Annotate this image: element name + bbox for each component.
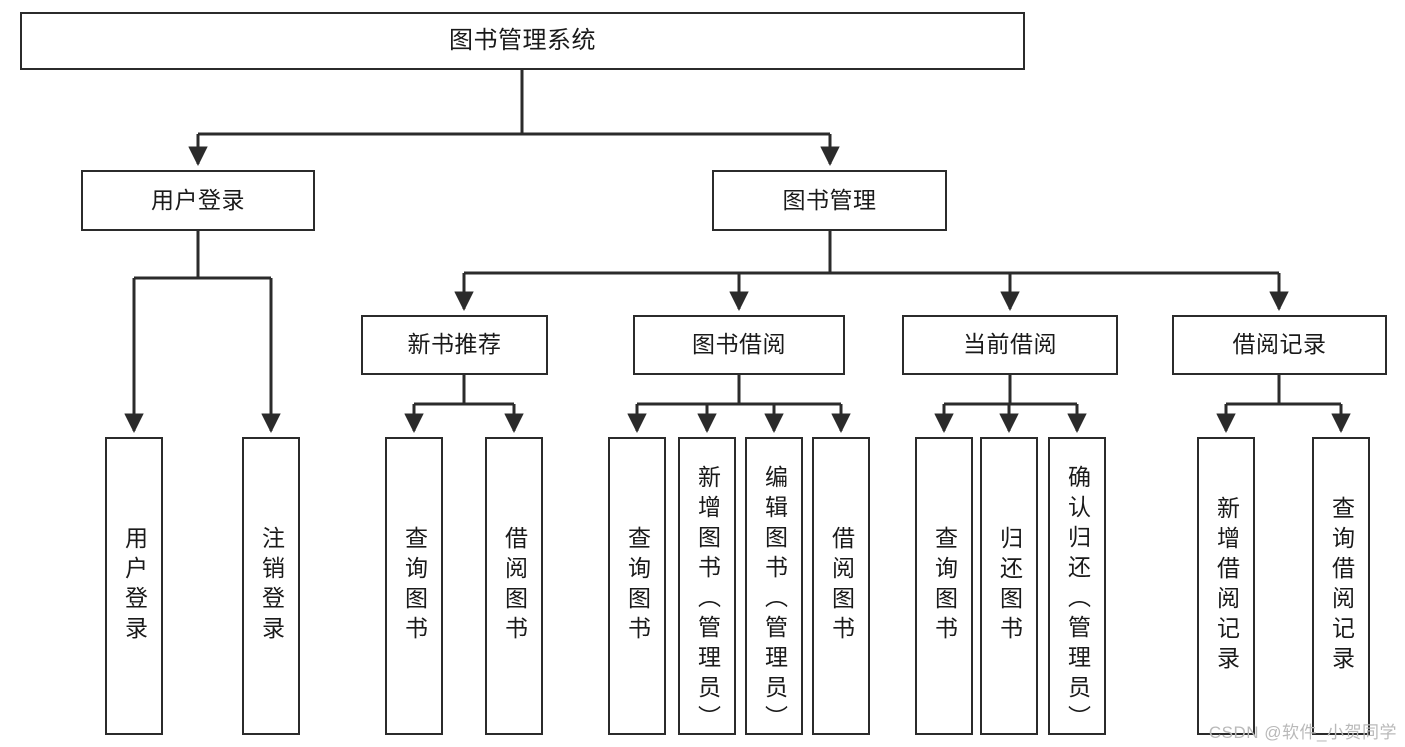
node-book-borrow-label: 图书借阅: [692, 331, 786, 358]
node-leaf-borrow-book-1-label: 借阅图书: [501, 526, 528, 646]
node-leaf-confirm-return-label: 确认归还（管理员）: [1064, 465, 1091, 735]
node-new-book-recommend[interactable]: 新书推荐: [361, 315, 548, 375]
node-leaf-add-book[interactable]: 新增图书（管理员）: [678, 437, 736, 735]
node-leaf-user-login-label: 用户登录: [121, 526, 148, 646]
node-borrow-record-label: 借阅记录: [1232, 331, 1327, 358]
node-leaf-return-book-label: 归还图书: [996, 526, 1023, 646]
node-book-management-label: 图书管理: [782, 186, 877, 213]
node-current-borrow-label: 当前借阅: [963, 331, 1057, 358]
node-leaf-borrow-book-2-label: 借阅图书: [828, 526, 855, 646]
node-leaf-user-login[interactable]: 用户登录: [105, 437, 163, 735]
node-user-login[interactable]: 用户登录: [81, 170, 315, 231]
node-leaf-query-book-3[interactable]: 查询图书: [915, 437, 973, 735]
node-leaf-query-book-2-label: 查询图书: [624, 526, 651, 646]
node-leaf-query-record-label: 查询借阅记录: [1328, 496, 1355, 676]
node-current-borrow[interactable]: 当前借阅: [902, 315, 1118, 375]
node-book-borrow[interactable]: 图书借阅: [633, 315, 845, 375]
node-leaf-add-book-label: 新增图书（管理员）: [694, 465, 721, 735]
node-leaf-edit-book[interactable]: 编辑图书（管理员）: [745, 437, 803, 735]
node-leaf-edit-book-label: 编辑图书（管理员）: [761, 465, 788, 735]
node-leaf-confirm-return[interactable]: 确认归还（管理员）: [1048, 437, 1106, 735]
node-root[interactable]: 图书管理系统: [20, 12, 1025, 70]
node-leaf-query-book-2[interactable]: 查询图书: [608, 437, 666, 735]
node-leaf-query-book-3-label: 查询图书: [931, 526, 958, 646]
node-borrow-record[interactable]: 借阅记录: [1172, 315, 1387, 375]
node-leaf-borrow-book-1[interactable]: 借阅图书: [485, 437, 543, 735]
node-leaf-query-book-1[interactable]: 查询图书: [385, 437, 443, 735]
node-leaf-logout-login[interactable]: 注销登录: [242, 437, 300, 735]
node-leaf-logout-login-label: 注销登录: [258, 526, 285, 646]
node-leaf-add-record-label: 新增借阅记录: [1213, 496, 1240, 676]
node-leaf-query-book-1-label: 查询图书: [401, 526, 428, 646]
node-leaf-add-record[interactable]: 新增借阅记录: [1197, 437, 1255, 735]
node-new-book-recommend-label: 新书推荐: [407, 331, 502, 358]
node-leaf-return-book[interactable]: 归还图书: [980, 437, 1038, 735]
node-root-label: 图书管理系统: [449, 26, 596, 54]
node-book-management[interactable]: 图书管理: [712, 170, 947, 231]
node-leaf-borrow-book-2[interactable]: 借阅图书: [812, 437, 870, 735]
node-user-login-label: 用户登录: [151, 186, 245, 213]
node-leaf-query-record[interactable]: 查询借阅记录: [1312, 437, 1370, 735]
